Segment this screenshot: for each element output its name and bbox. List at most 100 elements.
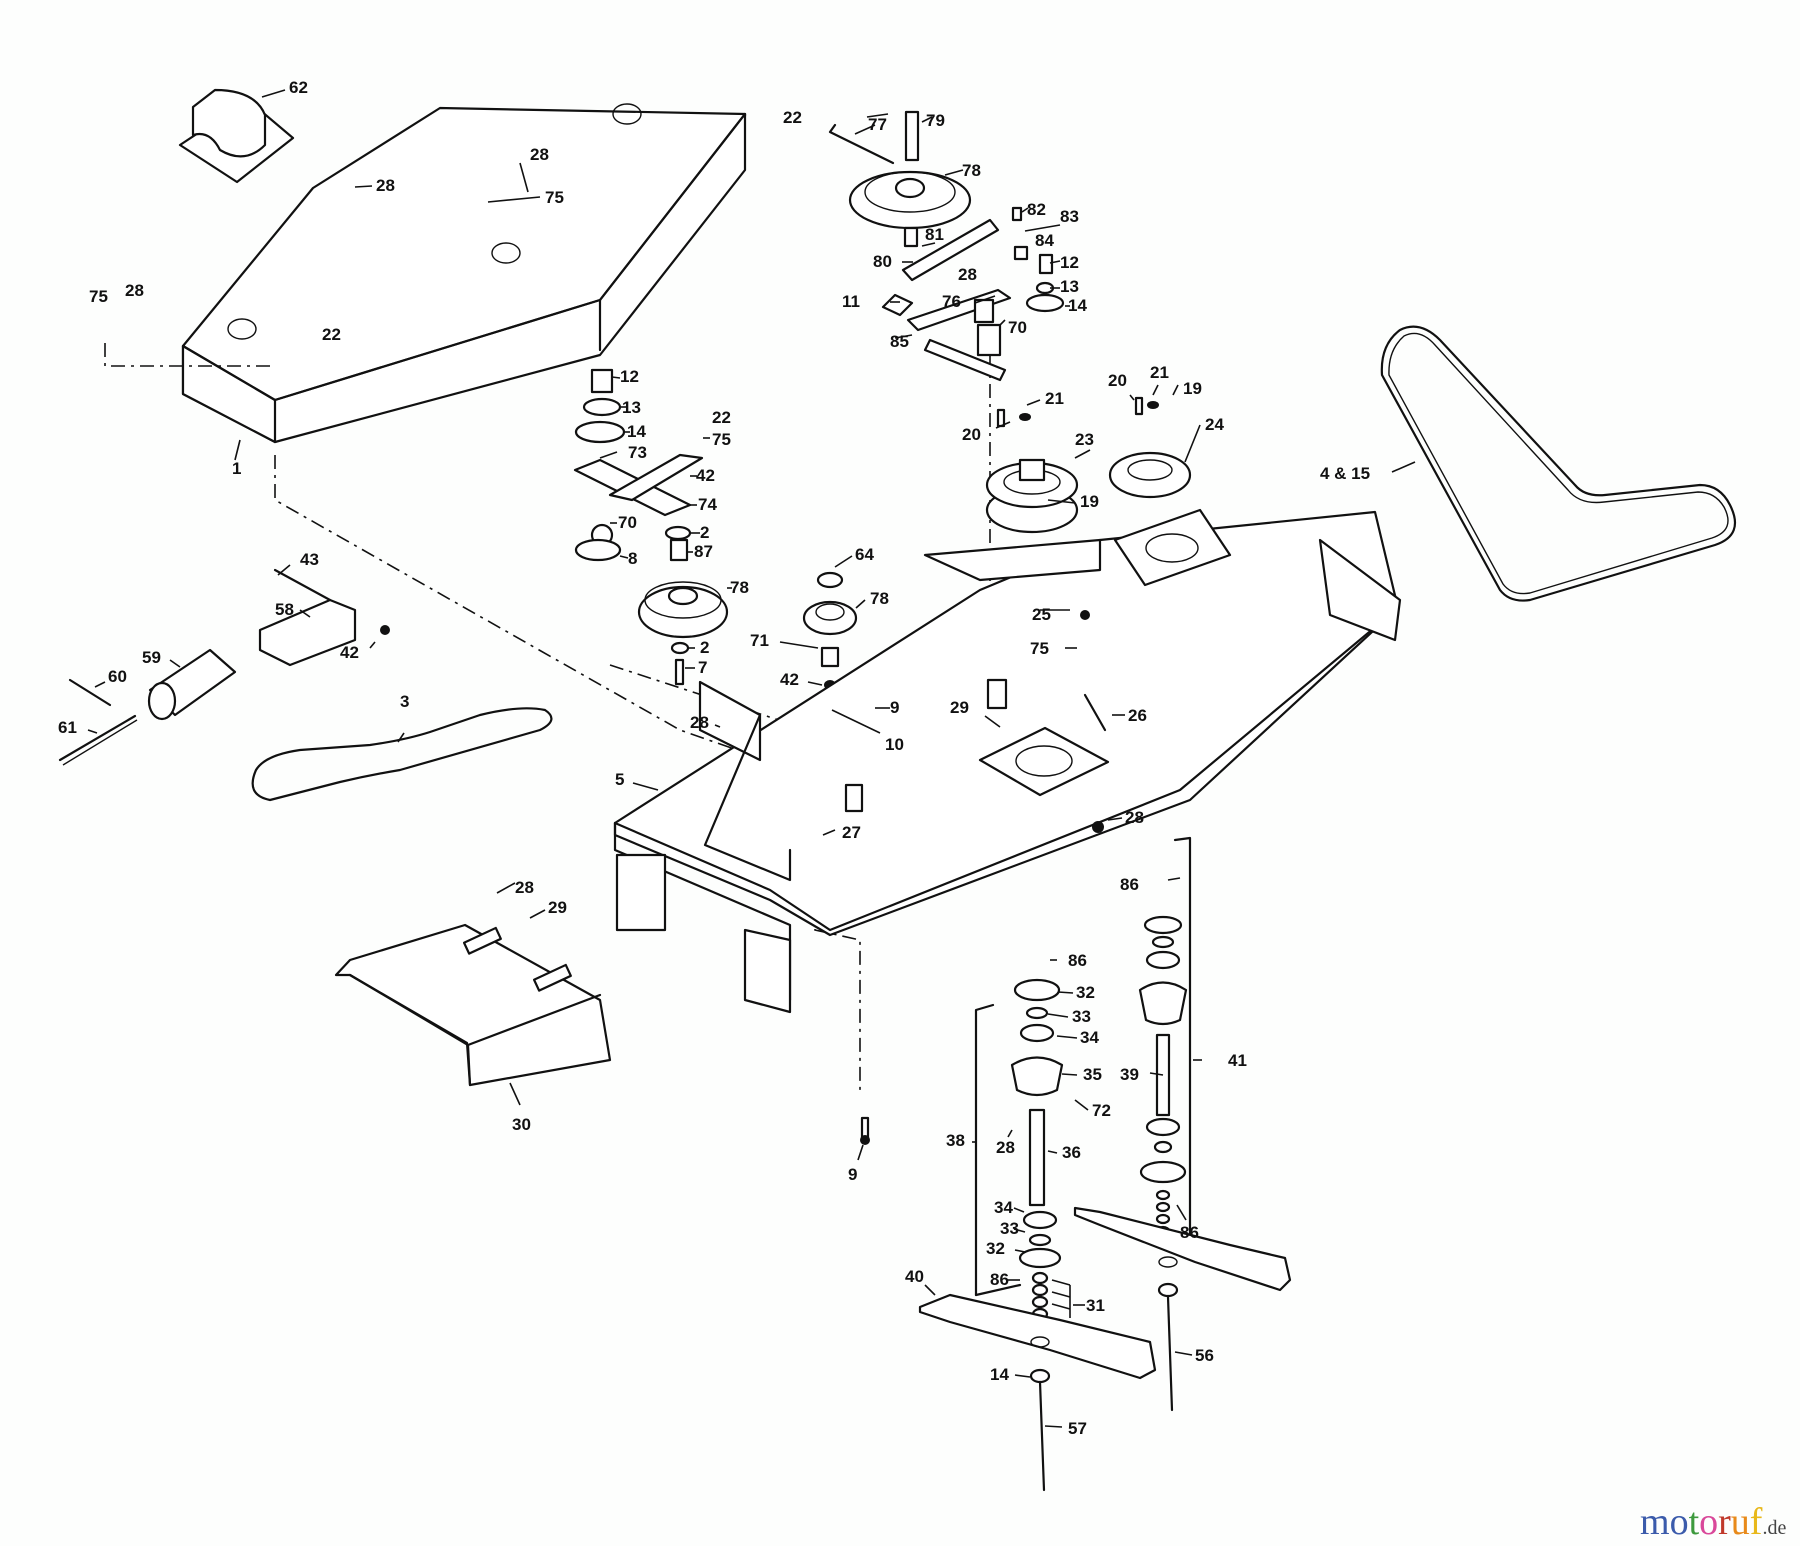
label-75: 75 — [89, 287, 108, 306]
label-74: 74 — [698, 495, 717, 514]
label-5: 5 — [615, 770, 624, 789]
label-22: 22 — [322, 325, 341, 344]
label-28: 28 — [958, 265, 977, 284]
label-70: 70 — [618, 513, 637, 532]
bolt-9 — [860, 1116, 870, 1145]
label-9: 9 — [848, 1165, 857, 1184]
motoruf-logo[interactable]: motoruf.de — [1640, 1500, 1786, 1544]
label-86: 86 — [990, 1270, 1009, 1289]
belt-3 — [251, 707, 553, 802]
label-14: 14 — [990, 1365, 1009, 1384]
label-22: 22 — [712, 408, 731, 427]
label-42: 42 — [696, 466, 715, 485]
main-deck — [613, 508, 1402, 1014]
label-28: 28 — [376, 176, 395, 195]
label-56: 56 — [1195, 1346, 1214, 1365]
label-43: 43 — [300, 550, 319, 569]
label-86: 86 — [1180, 1223, 1199, 1242]
logo-letter: m — [1640, 1501, 1670, 1543]
label-34: 34 — [994, 1198, 1013, 1217]
label-78: 78 — [730, 578, 749, 597]
label-21: 21 — [1150, 363, 1169, 382]
label-27: 27 — [842, 823, 861, 842]
belt-4-15 — [1380, 325, 1737, 602]
label-20: 20 — [962, 425, 981, 444]
spindle-left — [974, 978, 1064, 1321]
label-35: 35 — [1083, 1065, 1102, 1084]
label-10: 10 — [885, 735, 904, 754]
label-60: 60 — [108, 667, 127, 686]
label-86: 86 — [1120, 875, 1139, 894]
label-33: 33 — [1000, 1219, 1019, 1238]
label-70: 70 — [1008, 318, 1027, 337]
label-11: 11 — [842, 292, 860, 311]
label-23: 23 — [1075, 430, 1094, 449]
label-41: 41 — [1228, 1051, 1247, 1070]
label-29: 29 — [548, 898, 567, 917]
logo-tld: .de — [1762, 1517, 1787, 1539]
leader-lines — [87, 89, 1416, 1428]
label-4-15: 4 & 15 — [1320, 464, 1370, 483]
logo-letter: r — [1718, 1501, 1731, 1543]
label-38: 38 — [946, 1131, 965, 1150]
blades — [918, 1206, 1292, 1492]
label-30: 30 — [512, 1115, 531, 1134]
cap-62 — [178, 88, 295, 184]
label-28: 28 — [1125, 808, 1144, 827]
label-42: 42 — [780, 670, 799, 689]
part-labels: 62 28 28 75 75 28 22 1 22 77 79 78 82 83… — [58, 78, 1370, 1438]
label-13: 13 — [622, 398, 641, 417]
logo-letter: f — [1749, 1501, 1763, 1543]
label-86: 86 — [1068, 951, 1087, 970]
label-34: 34 — [1080, 1028, 1099, 1047]
label-14: 14 — [627, 422, 646, 441]
label-84: 84 — [1035, 231, 1054, 250]
label-26: 26 — [1128, 706, 1147, 725]
logo-letter: o — [1699, 1501, 1719, 1543]
label-8: 8 — [628, 549, 637, 568]
label-81: 81 — [925, 225, 944, 244]
label-9: 9 — [890, 698, 899, 717]
label-1: 1 — [232, 459, 241, 478]
label-33: 33 — [1072, 1007, 1091, 1026]
label-28: 28 — [515, 878, 534, 897]
label-61: 61 — [58, 718, 77, 737]
label-2: 2 — [700, 638, 709, 657]
discharge-chute — [334, 923, 612, 1087]
label-72: 72 — [1092, 1101, 1111, 1120]
logo-letter: u — [1730, 1501, 1750, 1543]
label-19: 19 — [1183, 379, 1202, 398]
idler-assembly-top — [828, 110, 1065, 382]
label-28: 28 — [125, 281, 144, 300]
roller-assembly — [58, 568, 390, 766]
label-3: 3 — [400, 692, 409, 711]
label-77: 77 — [868, 115, 887, 134]
label-76: 76 — [942, 292, 961, 311]
label-28: 28 — [530, 145, 549, 164]
logo-letter: t — [1688, 1501, 1700, 1543]
label-32: 32 — [1076, 983, 1095, 1002]
label-78: 78 — [962, 161, 981, 180]
label-13: 13 — [1060, 277, 1079, 296]
label-57: 57 — [1068, 1419, 1087, 1438]
pulleys-right — [985, 396, 1192, 534]
idler-assembly-left — [573, 368, 729, 686]
label-28: 28 — [996, 1138, 1015, 1157]
label-78: 78 — [870, 589, 889, 608]
label-59: 59 — [142, 648, 161, 667]
label-40: 40 — [905, 1267, 924, 1286]
label-21: 21 — [1045, 389, 1064, 408]
label-19: 19 — [1080, 492, 1099, 511]
label-39: 39 — [1120, 1065, 1139, 1084]
label-87: 87 — [694, 542, 713, 561]
label-12: 12 — [620, 367, 639, 386]
label-28: 28 — [690, 713, 709, 732]
label-29: 29 — [950, 698, 969, 717]
label-58: 58 — [275, 600, 294, 619]
label-82: 82 — [1027, 200, 1046, 219]
label-85: 85 — [890, 332, 909, 351]
label-75: 75 — [1030, 639, 1049, 658]
label-42: 42 — [340, 643, 359, 662]
label-25: 25 — [1032, 605, 1051, 624]
